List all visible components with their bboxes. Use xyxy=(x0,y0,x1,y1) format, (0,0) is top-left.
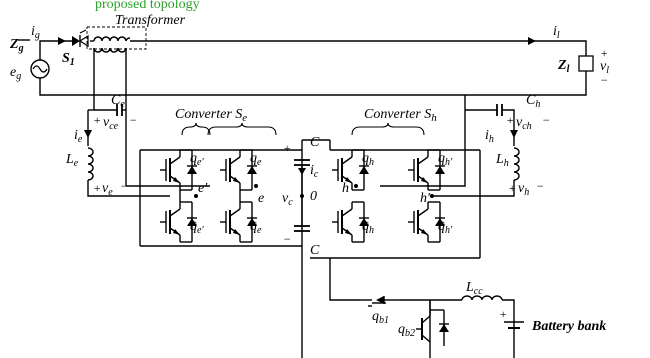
vce-label: vce xyxy=(103,115,119,132)
transformer-secondary-icon xyxy=(93,47,127,53)
transformer-box xyxy=(86,26,147,50)
node-e-prime-label: e′ xyxy=(198,181,208,196)
qe-prime-bar-label: q̄e′ xyxy=(190,219,204,236)
c-top-label: C xyxy=(310,135,320,150)
boost-switch-qb1-icon xyxy=(360,296,400,307)
ig-label: ig xyxy=(31,24,40,41)
transformer-primary-icon xyxy=(93,36,131,42)
qe-prime-label: qe′ xyxy=(190,151,204,168)
converter-sh-label: Converter Sh xyxy=(364,107,437,124)
qh-prime-bar-label: q̄h′ xyxy=(438,219,453,236)
brace-se xyxy=(207,122,277,136)
node-h-label: h xyxy=(342,181,349,196)
transformer-label: Transformer xyxy=(115,13,186,28)
battery-bank-label: Battery bank xyxy=(531,319,606,334)
converter-se-label: Converter Se xyxy=(175,107,247,124)
title-fragment: proposed topology xyxy=(95,0,200,12)
il-label: il xyxy=(553,24,560,41)
main-top-wire xyxy=(130,40,587,56)
vc-label: vc xyxy=(282,191,293,208)
midpoint-zero-label: 0 xyxy=(310,189,317,204)
node-h-prime-label: h′ xyxy=(420,191,431,206)
il-arrow xyxy=(528,37,536,45)
vl-label: vl xyxy=(600,59,609,76)
ch-label: Ch xyxy=(526,93,540,110)
ie-label: ie xyxy=(74,128,83,145)
qb2-label: qb2 xyxy=(398,322,415,339)
c-bottom-label: C xyxy=(310,243,320,258)
lcc-inductor-icon xyxy=(461,295,503,301)
vch-label: vch xyxy=(516,115,532,132)
ih-label: ih xyxy=(485,128,494,145)
switch-s1-icon xyxy=(72,29,89,48)
qe-label: qe xyxy=(250,151,262,168)
vl-plus: + xyxy=(600,46,608,60)
vc-minus: − xyxy=(283,232,291,246)
node-e-label: e xyxy=(258,191,264,206)
brace-sh xyxy=(351,122,425,136)
qh-label: qh xyxy=(362,151,374,168)
ic-arrow xyxy=(298,168,306,175)
vh-plus: + xyxy=(508,181,516,195)
le-inductor-icon xyxy=(87,147,94,181)
ve-label: ve xyxy=(102,181,113,198)
battery-plus: + xyxy=(499,307,507,321)
vch-plus: + xyxy=(506,113,514,127)
load-zl-box xyxy=(578,55,594,72)
ic-label: ic xyxy=(310,163,319,180)
vce-minus: − xyxy=(129,113,137,127)
lh-inductor-icon xyxy=(513,147,520,181)
vl-minus: − xyxy=(600,73,608,87)
qb1-label: qb1 xyxy=(372,309,389,326)
qe-bar-label: q̄e xyxy=(250,219,262,236)
le-label: Le xyxy=(65,152,79,169)
ce-label: Ce xyxy=(111,93,125,110)
ig-arrow xyxy=(58,37,66,45)
boost-switch-qb2-icon xyxy=(416,300,449,346)
ve-minus: − xyxy=(120,179,128,193)
s1-label: S1 xyxy=(62,51,75,68)
zl-label: Zl xyxy=(557,58,570,75)
lcc-label: Lcc xyxy=(465,280,483,297)
main-bottom-wire xyxy=(39,46,587,96)
vh-minus: − xyxy=(536,179,544,193)
vce-plus: + xyxy=(93,113,101,127)
dc-midpoint-dot xyxy=(300,194,304,198)
qh-prime-label: qh′ xyxy=(438,151,453,168)
vch-minus: − xyxy=(542,113,550,127)
ve-plus: + xyxy=(93,181,101,195)
lh-label: Lh xyxy=(495,152,509,169)
vh-label: vh xyxy=(518,181,529,198)
ih-arrow xyxy=(510,130,518,138)
qh-bar-label: q̄h xyxy=(362,219,374,236)
eg-label: eg xyxy=(10,65,21,82)
vc-plus: + xyxy=(283,141,291,155)
ie-arrow xyxy=(84,130,92,138)
zg-label: Zg xyxy=(9,37,24,54)
